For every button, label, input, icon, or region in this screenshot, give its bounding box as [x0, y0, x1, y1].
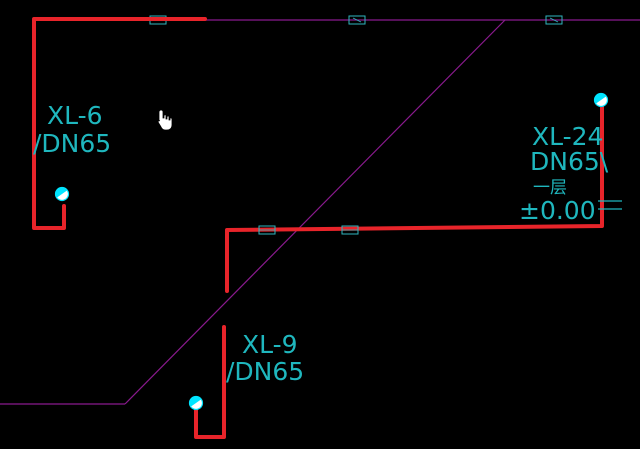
riser-circle-icon[interactable]	[592, 91, 609, 108]
pipe-size-label-xl6[interactable]: /DN65	[33, 129, 111, 158]
elevation-label-xl24[interactable]: ±0.00	[519, 196, 596, 225]
valve-symbol-icon[interactable]	[545, 15, 563, 25]
pipe-xl6[interactable]	[32, 17, 207, 230]
riser-label-xl6[interactable]: XL-6	[47, 101, 103, 130]
valve-symbol-icon[interactable]	[348, 15, 366, 25]
pipe-xl24[interactable]	[225, 104, 604, 293]
pipe-size-label-xl24[interactable]: DN65\	[530, 147, 609, 176]
riser-label-xl24[interactable]: XL-24	[532, 122, 603, 151]
riser-label-xl9[interactable]: XL-9	[242, 330, 298, 359]
riser-circle-icon[interactable]	[53, 185, 70, 202]
diagonal-boundary-line[interactable]	[124, 19, 506, 405]
pipe-size-label-xl9[interactable]: /DN65	[226, 357, 304, 386]
elevation-mark-lines	[598, 200, 622, 210]
hand-cursor-icon	[157, 109, 173, 131]
floor-label-xl24[interactable]: 一层	[533, 178, 567, 198]
pipe-xl9[interactable]	[194, 325, 226, 439]
pipe-network	[32, 17, 604, 439]
riser-circle-icon[interactable]	[187, 394, 204, 411]
boundary-lines	[0, 19, 640, 405]
valve-symbol-icon[interactable]	[341, 225, 359, 235]
valve-symbol-icon[interactable]	[258, 225, 276, 235]
